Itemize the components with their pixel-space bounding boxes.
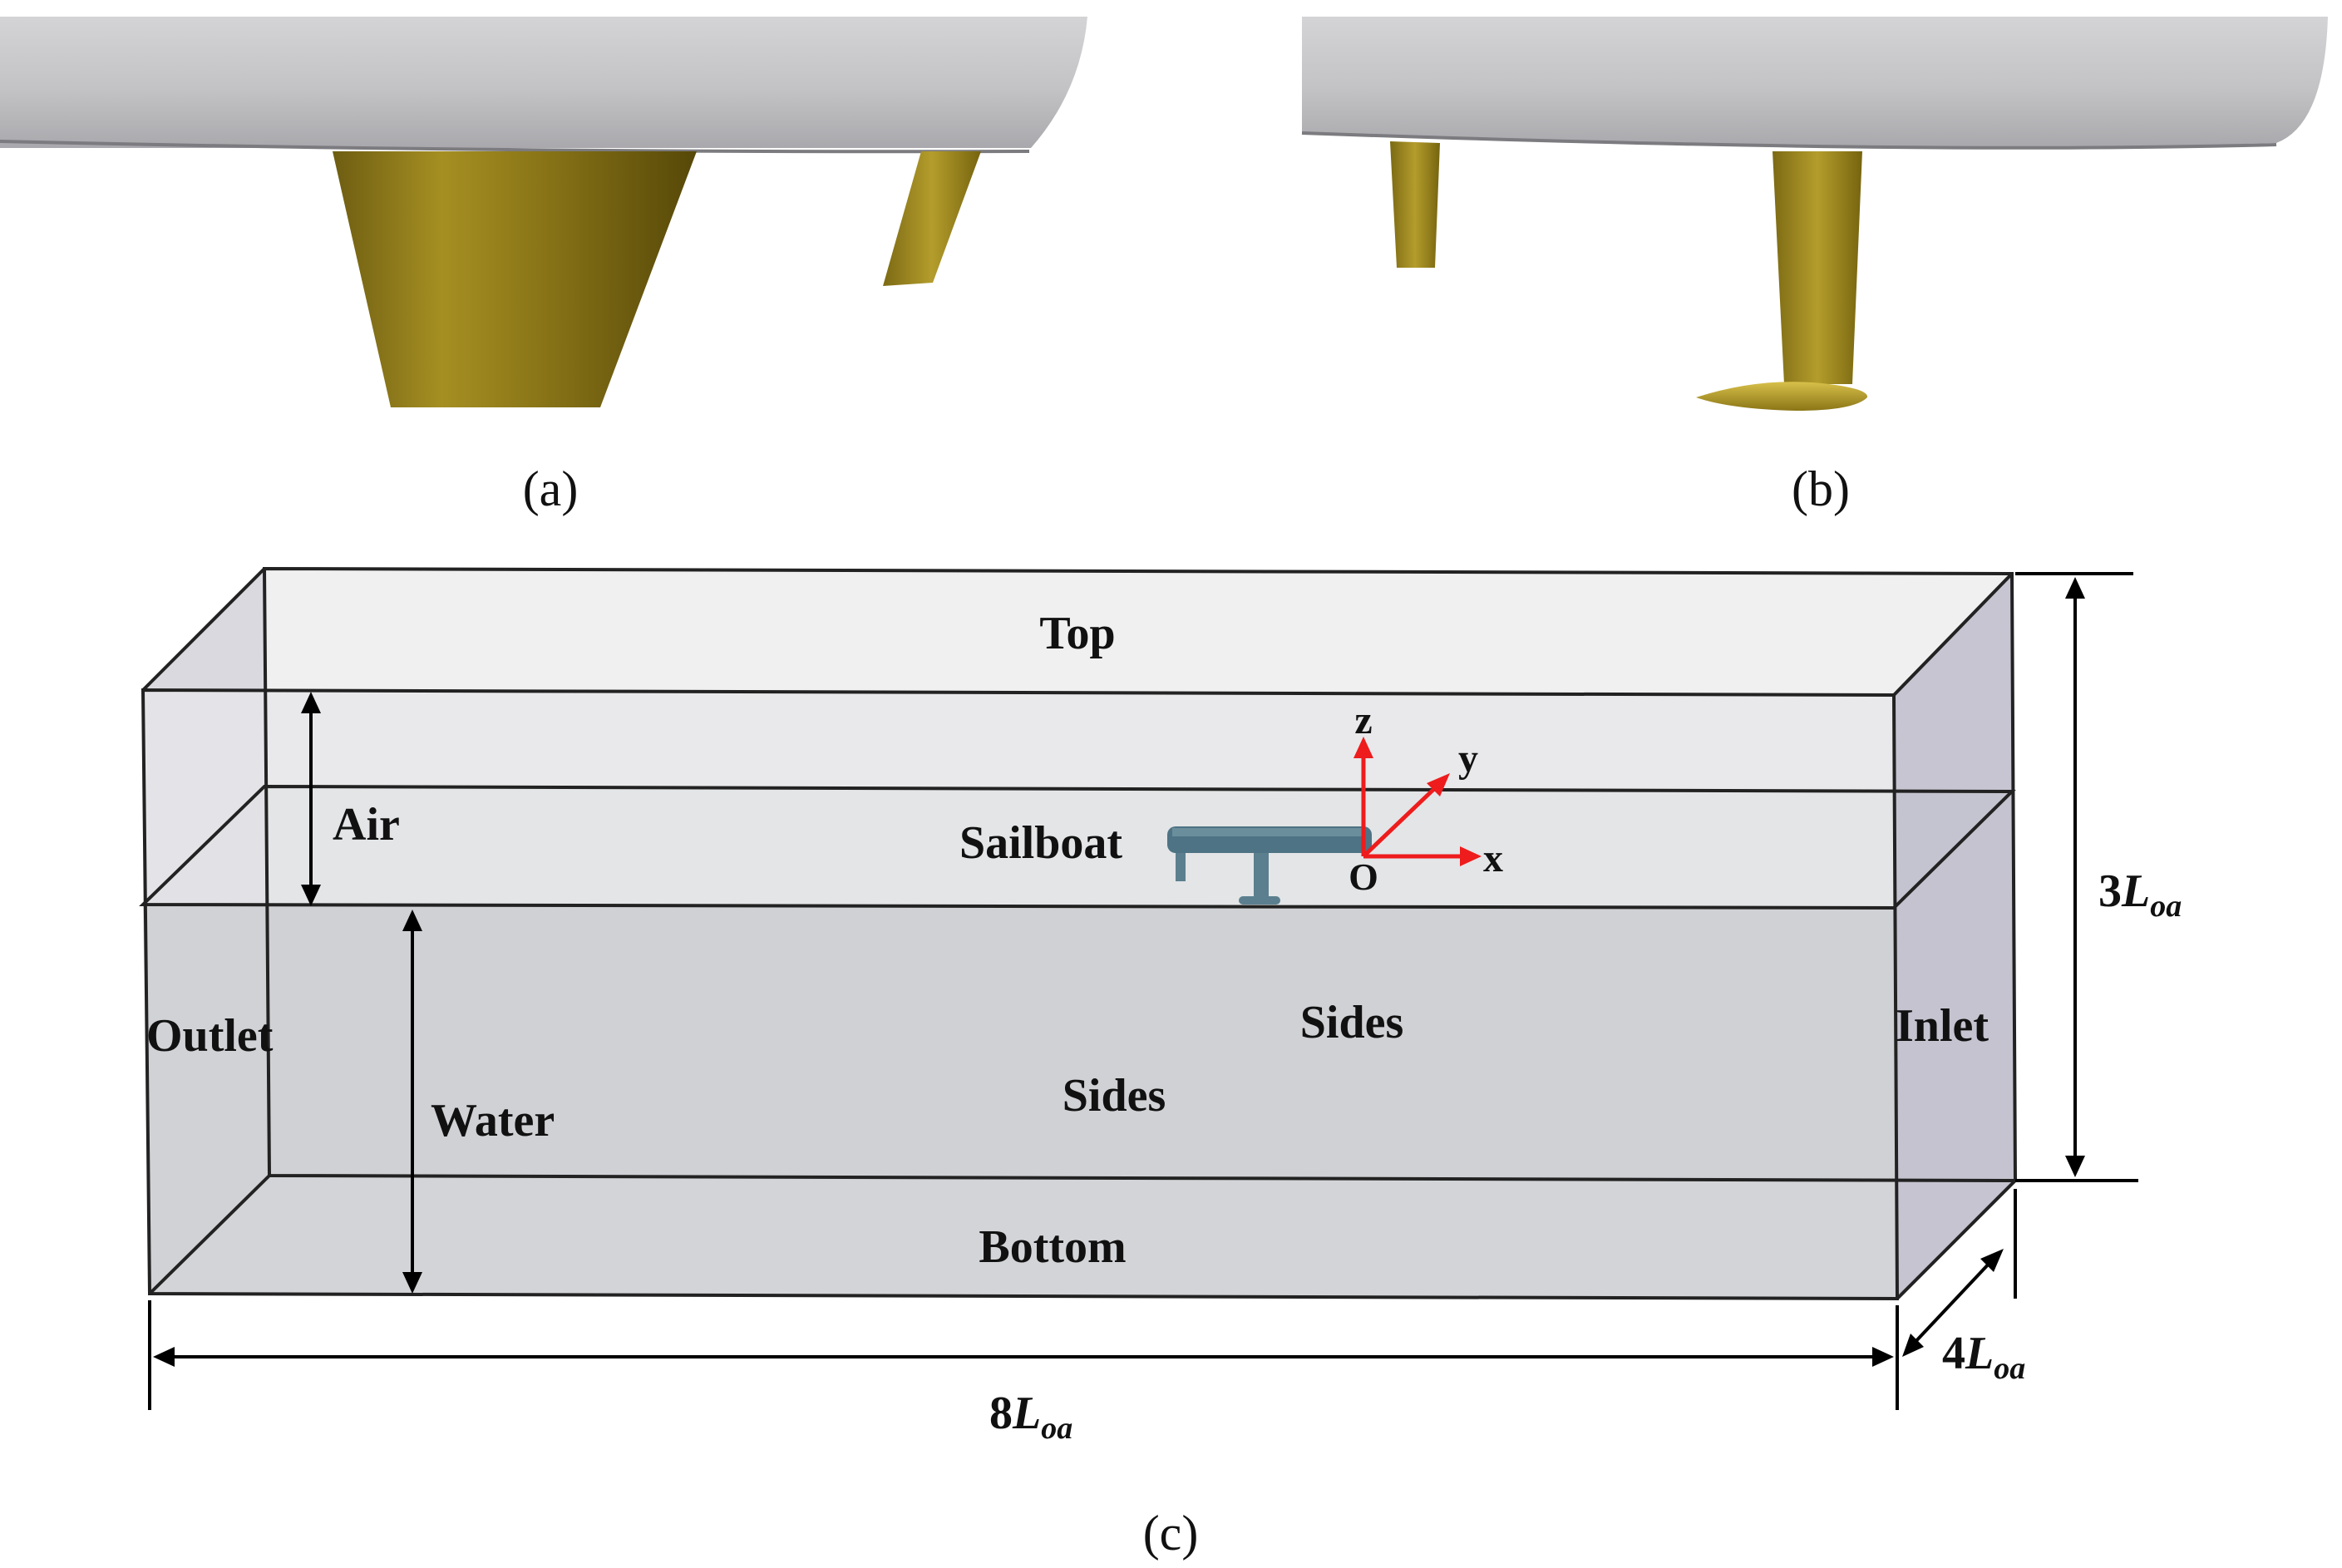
rudder-a [883, 151, 981, 286]
width-dimension [1902, 1189, 2017, 1357]
height-dimension-label: 3Loa [2098, 865, 2182, 924]
caption-b: (b) [1792, 461, 1850, 516]
sailboat-model [1167, 826, 1372, 905]
top-face [143, 569, 2012, 695]
air-height-arrow [301, 692, 321, 906]
domain-edges [139, 566, 2018, 1301]
panel-c: z y x O Top Bottom Outlet Inlet Sides Si… [139, 566, 2182, 1561]
caption-c: (c) [1143, 1506, 1199, 1561]
front-face-water [143, 905, 1897, 1299]
panel-b: (b) [1301, 17, 2328, 516]
keel-bulb-b [1696, 382, 1868, 411]
hull-b [1302, 17, 2328, 147]
hull-a-bottom-edge [0, 140, 1030, 154]
bottom-label: Bottom [979, 1221, 1126, 1273]
axis-y-label: y [1458, 737, 1478, 781]
inlet-face [1894, 574, 2015, 1299]
height-dimension [2015, 572, 2138, 1182]
outlet-label: Outlet [146, 1010, 274, 1062]
panel-a: (a) [0, 17, 1087, 516]
rudder-b [1390, 141, 1440, 268]
keel-fin-b [1773, 151, 1862, 384]
length-dimension-label: 8Loa [989, 1388, 1072, 1446]
top-label: Top [1039, 608, 1115, 659]
length-dimension [148, 1300, 1899, 1410]
hull-b-bottom-edge [1301, 131, 2277, 150]
water-label: Water [431, 1095, 555, 1146]
axis-z-label: z [1354, 698, 1372, 742]
hull-a [0, 17, 1087, 148]
width-dimension-label: 4Loa [1942, 1328, 2025, 1386]
front-face-air [143, 690, 1894, 908]
keel-a [333, 151, 697, 407]
sides-front-label: Sides [1063, 1070, 1166, 1122]
coordinate-axes [1353, 737, 1482, 866]
inlet-label: Inlet [1896, 1000, 1989, 1052]
water-height-arrow [402, 910, 422, 1294]
air-label: Air [333, 799, 400, 851]
axis-x-label: x [1483, 836, 1503, 880]
origin-label: O [1348, 855, 1378, 898]
caption-a: (a) [523, 461, 579, 516]
sides-back-label: Sides [1300, 997, 1404, 1048]
sailboat-label: Sailboat [959, 817, 1122, 869]
